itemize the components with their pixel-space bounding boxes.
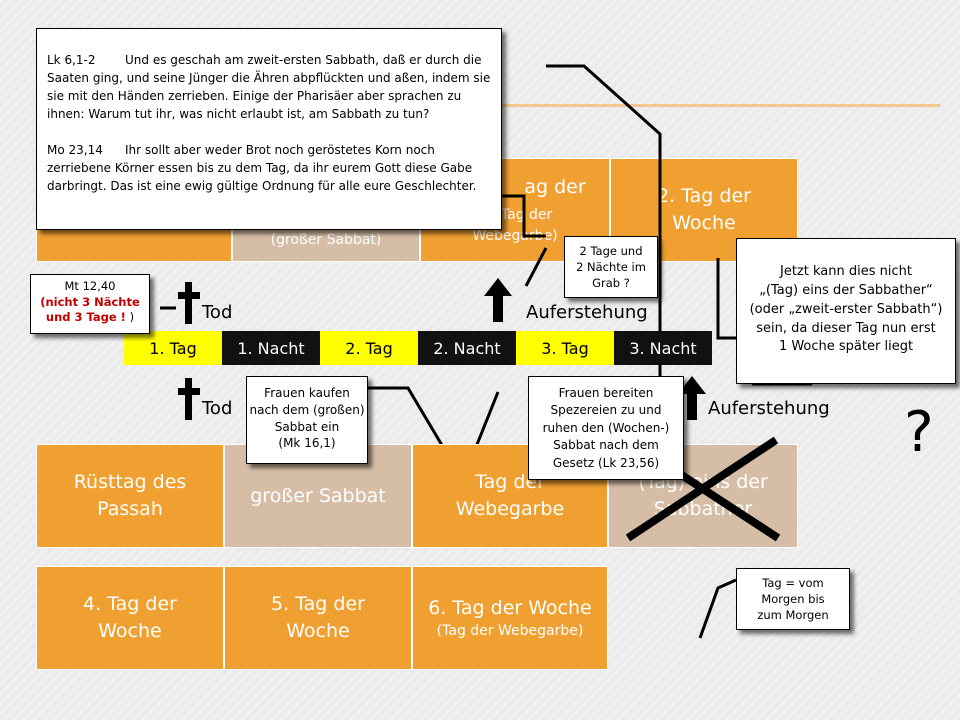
- decorative-line: [300, 104, 940, 107]
- frauen-bereiten-line-2: Spezereien zu und: [550, 403, 662, 418]
- frauen-kaufen-line-1: Frauen kaufen: [264, 386, 350, 400]
- middle-box-4-line-2: Sabbather: [653, 498, 753, 520]
- mt-note: Mt 12,40 (nicht 3 Nächte und 3 Tage ! ): [30, 274, 150, 334]
- quote-mo-ref: Mo 23,14: [47, 143, 103, 157]
- cross-icon-bottom: [178, 378, 200, 420]
- frauen-kaufen-line-4: (Mk 16,1): [278, 436, 336, 451]
- middle-box-3-line-2: Webegarbe: [455, 498, 565, 520]
- frauen-bereiten-line-1: Frauen bereiten: [558, 386, 654, 400]
- quote-lk-text: Und es geschah am zweit-ersten Sabbath, …: [47, 53, 491, 121]
- jetzt-line-1: Jetzt kann dies nicht: [780, 264, 912, 279]
- question-mark: ?: [904, 400, 934, 465]
- tag-line-3: zum Morgen: [757, 608, 829, 623]
- top-box-3-title-1: ag der: [524, 175, 586, 198]
- tag-definition-note: Tag = vom Morgen bis zum Morgen: [736, 568, 850, 630]
- grab-line-2: 2 Nächte im: [576, 260, 646, 275]
- auferstehung-label-bottom: Auferstehung: [708, 398, 830, 419]
- grab-line-1: 2 Tage und: [579, 244, 643, 258]
- bottom-box-3-title: 6. Tag der Woche: [428, 596, 592, 619]
- bottom-box-4-tag: 4. Tag der Woche: [36, 566, 224, 670]
- quote-lk-ref: Lk 6,1-2: [47, 53, 96, 67]
- timeline-day-1: 1. Tag: [124, 331, 222, 365]
- mt-close: ): [125, 310, 135, 325]
- timeline-night-2: 2. Nacht: [418, 331, 516, 365]
- bottom-box-1-line-1: 4. Tag der: [83, 593, 177, 616]
- timeline-night-1: 1. Nacht: [222, 331, 320, 365]
- top-box-2-sub: (großer Sabbat): [270, 232, 382, 249]
- middle-box-ruesttag: Rüsttag des Passah: [36, 444, 224, 548]
- frauen-bereiten-line-4: Sabbat nach dem: [553, 438, 659, 453]
- frauen-kaufen-line-2: nach dem (großen): [249, 402, 365, 417]
- frauen-bereiten-note: Frauen bereiten Spezereien zu und ruhen …: [528, 376, 684, 480]
- bottom-box-1-line-2: Woche: [98, 620, 162, 642]
- arrow-up-icon-top: [484, 278, 512, 322]
- arrow-up-icon-bottom: [678, 376, 706, 420]
- grab-note: 2 Tage und 2 Nächte im Grab ?: [564, 236, 658, 298]
- frauen-kaufen-line-3: Sabbat ein: [274, 419, 340, 434]
- jetzt-line-5: 1 Woche später liegt: [778, 339, 914, 355]
- jetzt-note: Jetzt kann dies nicht „(Tag) eins der Sa…: [736, 238, 956, 384]
- jetzt-line-4: sein, da dieser Tag nun erst: [756, 320, 936, 336]
- top-box-3-sub-2: Webegarbe): [472, 227, 558, 244]
- quote-mo-text: Ihr sollt aber weder Brot noch geröstete…: [47, 143, 477, 193]
- timeline-night-3: 3. Nacht: [614, 331, 712, 365]
- bottom-box-2-line-1: 5. Tag der: [271, 593, 365, 616]
- tag-line-1: Tag = vom: [762, 576, 824, 590]
- mt-red-text: (nicht 3 Nächte und 3 Tage !: [40, 294, 140, 325]
- top-box-4-title-2: Woche: [672, 212, 736, 234]
- top-box-4-title-1: 2. Tag der: [657, 185, 751, 208]
- tod-label-top: Tod: [202, 302, 233, 323]
- frauen-bereiten-line-5: Gesetz (Lk 23,56): [552, 455, 660, 470]
- bottom-box-2-line-2: Woche: [286, 620, 350, 642]
- middle-box-2-text: großer Sabbat: [250, 484, 386, 507]
- middle-box-3-line-1: Tag der: [475, 471, 545, 494]
- jetzt-line-2: „(Tag) eins der Sabbather“: [759, 282, 933, 298]
- bottom-box-6-tag: 6. Tag der Woche (Tag der Webegarbe): [412, 566, 608, 670]
- auferstehung-label-top: Auferstehung: [526, 302, 648, 323]
- frauen-kaufen-note: Frauen kaufen nach dem (großen) Sabbat e…: [246, 376, 368, 464]
- mt-ref: Mt 12,40: [64, 279, 116, 293]
- jetzt-line-3: (oder „zweit-erster Sabbath“): [749, 301, 943, 317]
- timeline-day-2: 2. Tag: [320, 331, 418, 365]
- cross-icon-top: [178, 282, 200, 324]
- tod-label-bottom: Tod: [202, 398, 233, 419]
- timeline-day-3: 3. Tag: [516, 331, 614, 365]
- bottom-box-5-tag: 5. Tag der Woche: [224, 566, 412, 670]
- middle-box-1-line-2: Passah: [97, 498, 163, 520]
- bottom-box-3-sub: (Tag der Webegarbe): [436, 622, 584, 639]
- frauen-bereiten-line-3: ruhen den (Wochen-): [542, 420, 670, 435]
- middle-box-webegarbe: Tag der Webegarbe: [412, 444, 608, 548]
- grab-line-3: Grab ?: [592, 276, 630, 291]
- tag-line-2: Morgen bis: [761, 592, 825, 607]
- middle-box-1-line-1: Rüsttag des: [73, 471, 187, 494]
